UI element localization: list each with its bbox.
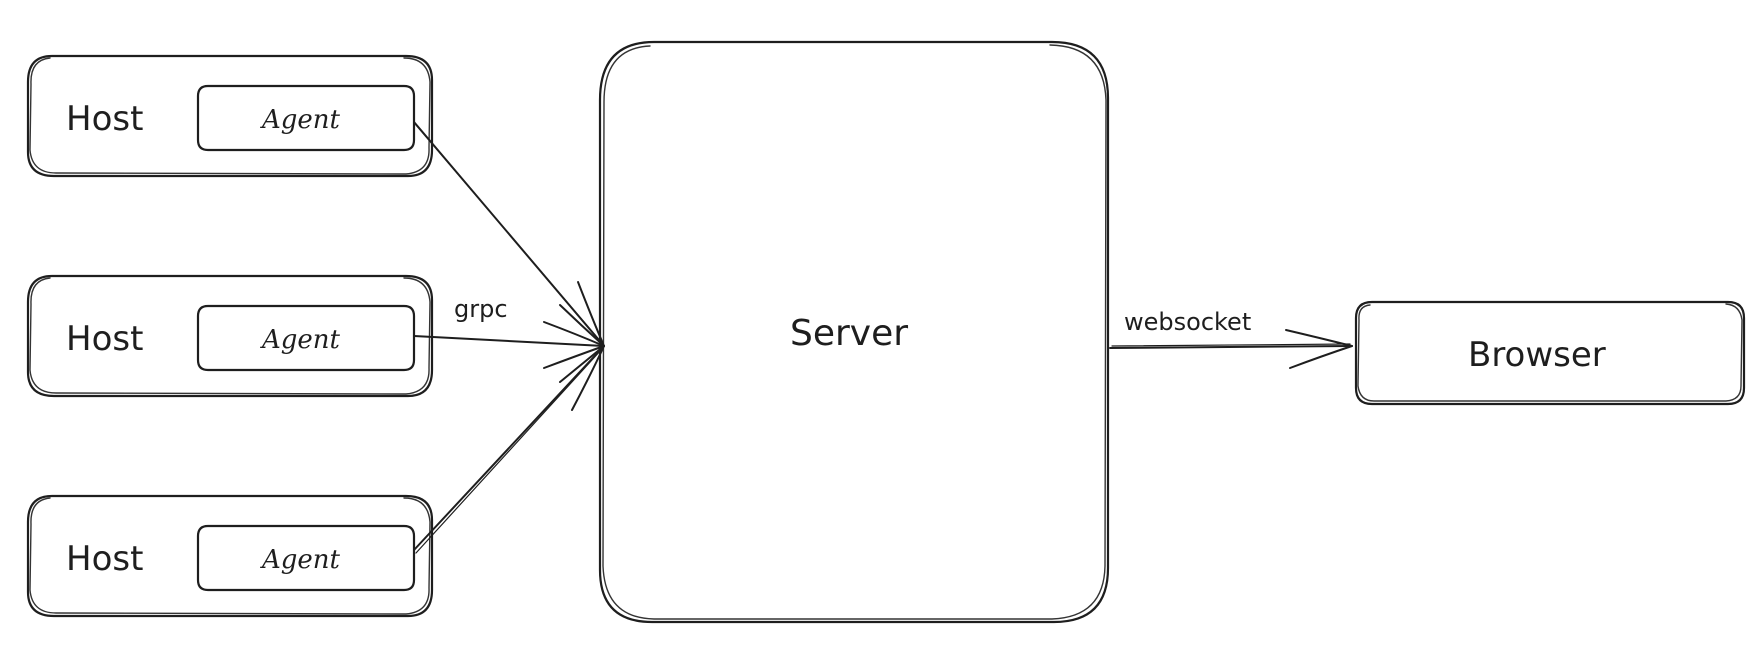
agent-label: Agent (260, 105, 341, 135)
server-to-browser-edge: websocket (1109, 308, 1353, 369)
server-label: Server (790, 313, 908, 354)
grpc-label: grpc (454, 295, 508, 323)
agent-label: Agent (260, 325, 341, 355)
edge-agent-3-server (413, 345, 605, 551)
host-node-3: Host Agent (26, 494, 434, 618)
arrowhead (559, 345, 605, 411)
host-label: Host (66, 319, 143, 359)
server-node: Server (598, 40, 1110, 624)
websocket-label: websocket (1124, 308, 1251, 336)
host-label: Host (66, 99, 143, 139)
agent-to-server-edges: grpc (413, 121, 605, 554)
arrowhead (1285, 329, 1353, 369)
browser-label: Browser (1468, 335, 1606, 375)
agent-label: Agent (260, 545, 341, 575)
host-label: Host (66, 539, 143, 579)
agent-node-2: Agent (196, 304, 416, 372)
arrowhead (543, 321, 605, 369)
host-node-2: Host Agent (26, 274, 434, 398)
edge-agent-2-server (413, 335, 605, 347)
browser-node: Browser (1354, 300, 1746, 406)
agent-node-1: Agent (196, 84, 416, 152)
agent-node-3: Agent (196, 524, 416, 592)
arrowhead (559, 281, 605, 347)
host-node-1: Host Agent (26, 54, 434, 178)
